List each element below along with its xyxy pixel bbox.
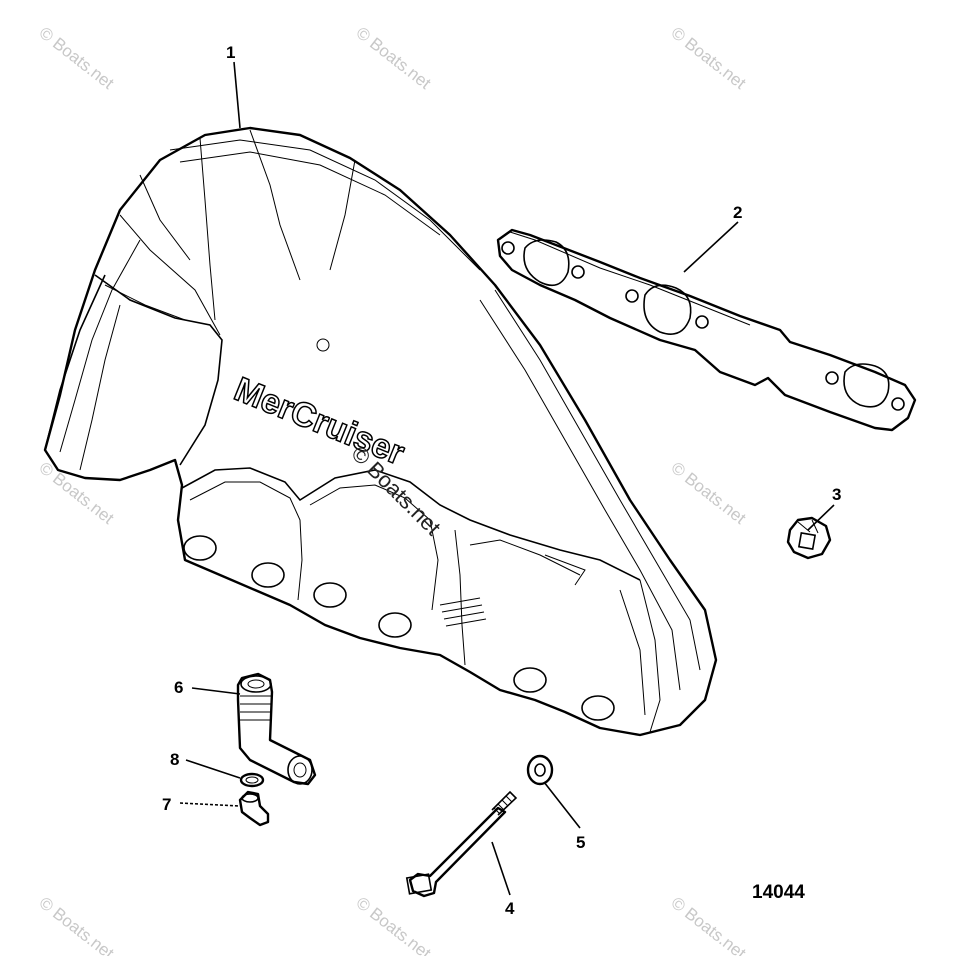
callout-1: 1 (226, 43, 235, 62)
callout-7: 7 (162, 795, 171, 814)
part-6-elbow-fitting (236, 672, 317, 786)
part-7-fitting (238, 790, 270, 827)
part-1-exhaust-manifold: MerCruiser (43, 126, 718, 737)
leader-lines (179, 61, 835, 896)
callout-4: 4 (505, 899, 515, 918)
leader-2 (683, 221, 739, 273)
part-4-bolt (405, 790, 518, 898)
watermark-bottom-right: © Boats.net (668, 893, 750, 956)
part-5-washer (526, 754, 554, 786)
leader-6 (191, 687, 241, 695)
figure-number: 14044 (752, 882, 805, 903)
part-3-pipe-plug (786, 516, 832, 560)
leader-4 (491, 841, 511, 896)
callout-8: 8 (170, 750, 179, 769)
leader-5 (543, 781, 581, 829)
callout-5: 5 (576, 833, 585, 852)
callouts: 1 2 3 4 5 6 7 8 (162, 43, 841, 918)
callout-2: 2 (733, 203, 742, 222)
watermark-bottom-center: © Boats.net (353, 893, 435, 956)
part-8-o-ring (239, 772, 265, 788)
watermark-bottom-left: © Boats.net (36, 893, 118, 956)
leader-3 (807, 504, 835, 531)
part-2-exhaust-gasket (496, 228, 917, 432)
leader-7 (179, 802, 241, 807)
callout-6: 6 (174, 678, 183, 697)
watermark-top-right: © Boats.net (668, 23, 750, 93)
watermark-mid-right: © Boats.net (668, 458, 750, 528)
callout-3: 3 (832, 485, 841, 504)
leader-8 (185, 759, 241, 779)
leader-1 (233, 61, 241, 129)
watermark-top-center: © Boats.net (353, 23, 435, 93)
watermark-top-left: © Boats.net (36, 23, 118, 93)
